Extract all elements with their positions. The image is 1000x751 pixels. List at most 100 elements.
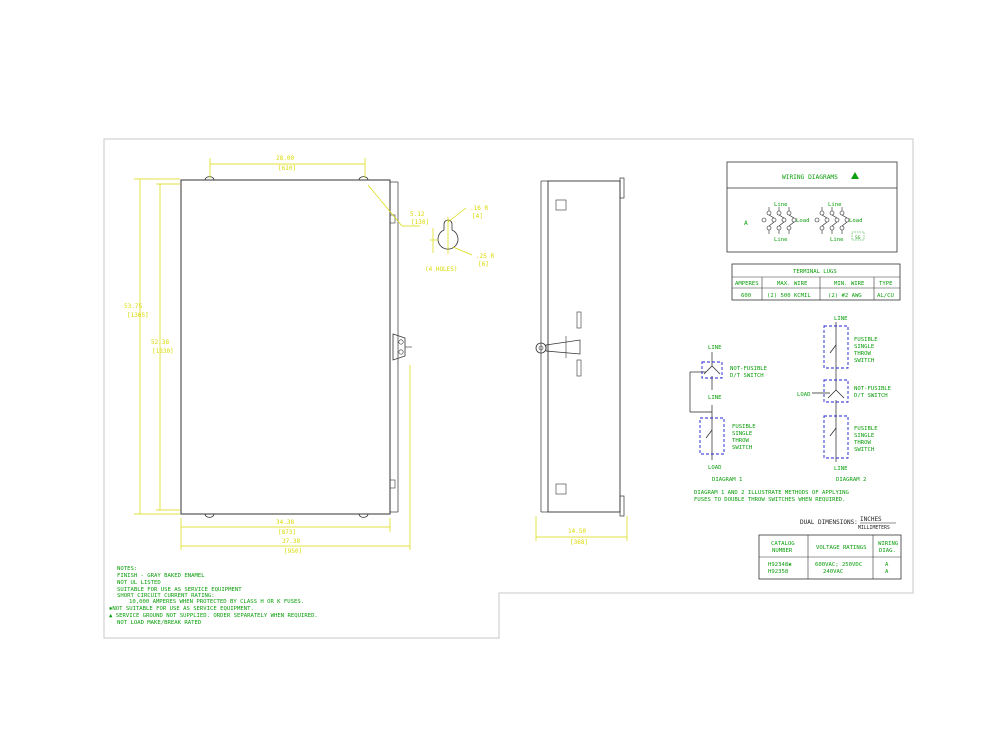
side-handle: [535, 336, 581, 358]
hole-dim-a-label: 5.12: [410, 211, 425, 218]
catalog-number: H92358: [768, 569, 789, 575]
note-line: FINISH - GRAY BAKED ENAMEL: [117, 573, 205, 579]
hole-dim-a-mm-label: [130]: [411, 219, 429, 226]
width-bottom-mm-label: [873]: [278, 529, 296, 536]
width-bottom-label: 34.38: [276, 519, 294, 526]
d2-fusible-bottom-label: SINGLE: [854, 433, 875, 439]
d2-caption: DIAGRAM 2: [836, 477, 866, 483]
wiring-diagrams-title: WIRING DIAGRAMS: [782, 174, 838, 181]
note-line: NOT UL LISTED: [117, 580, 161, 586]
lugs-cell-amperes: 600: [741, 293, 751, 299]
terminal-lugs-title: TERMINAL LUGS: [793, 269, 837, 275]
d2-fusible-bottom-label: THROW: [854, 440, 871, 446]
wiring-header: WIRING: [878, 541, 899, 547]
depth-mm-label: [368]: [570, 539, 588, 546]
catalog-header: CATALOG: [771, 541, 795, 547]
d2-load-label: LOAD: [797, 392, 811, 398]
wiring-diagrams-box: WIRING DIAGRAMS A Line Line Load Line Li…: [726, 161, 898, 253]
catalog-number: H92348✱: [768, 562, 792, 568]
d1-line-label: LINE: [708, 345, 722, 351]
d1-non-fusible-label: NOT-FUSIBLE: [730, 366, 768, 372]
width-top-label: 28.00: [276, 155, 294, 162]
side-view: 14.50 [368]: [535, 177, 628, 546]
note-line: SHORT CIRCUIT CURRENT RATING:: [117, 593, 215, 599]
d1-fusible-label: SWITCH: [732, 445, 752, 451]
hole-dia-top-label: .16 R: [470, 205, 488, 212]
width-overall-label: 37.38: [282, 538, 300, 545]
lugs-header-type: TYPE: [879, 281, 893, 287]
wiring-symbol-1: [761, 207, 797, 234]
line-label-bottom: Line: [774, 237, 788, 243]
fuse-box-top: [823, 325, 849, 369]
ground-label: SG: [855, 235, 861, 241]
millimeters-label: MILLIMETERS: [858, 525, 890, 531]
d2-fusible-top-label: SINGLE: [854, 344, 875, 350]
mounting-hole-detail: 5.12 [130] .16 R [4] .25 R [6] (4 HOLES): [410, 205, 494, 273]
load-label: Load: [796, 218, 809, 224]
inches-label: INCHES: [860, 516, 882, 523]
lugs-header-amperes: AMPERES: [735, 281, 759, 287]
note-line: 10,000 AMPERES WHEN PROTECTED BY CLASS H…: [129, 599, 304, 605]
fuse-box-bottom: [823, 415, 849, 459]
triangle-icon: [851, 172, 859, 179]
d1-caption: DIAGRAM 1: [712, 477, 742, 483]
voltage-rating: 240VAC: [823, 569, 843, 575]
d2-fusible-top-label: THROW: [854, 351, 871, 357]
lugs-cell-type: AL/CU: [877, 293, 894, 299]
catalog-header: NUMBER: [772, 548, 793, 554]
terminal-lugs-table: TERMINAL LUGS AMPERES MAX. WIRE MIN. WIR…: [731, 263, 901, 301]
width-overall-mm-label: [950]: [284, 548, 302, 555]
d2-non-fusible-label: D/T SWITCH: [854, 393, 888, 399]
d2-fusible-bottom-label: SWITCH: [854, 447, 874, 453]
d1-fusible-label: THROW: [732, 438, 749, 444]
diagram-letter: A: [744, 220, 748, 227]
d2-fusible-top-label: FUSIBLE: [854, 337, 878, 343]
d2-fusible-top-label: SWITCH: [854, 358, 874, 364]
notes-block: NOTES: FINISH - GRAY BAKED ENAMEL NOT UL…: [109, 566, 318, 626]
d2-line-bottom-label: LINE: [834, 466, 848, 472]
line-label-top-2: Line: [828, 202, 842, 208]
voltage-rating: 600VAC; 250VDC: [815, 562, 862, 568]
note-line: ✱NOT SUITABLE FOR USE AS SERVICE EQUIPME…: [109, 606, 254, 612]
height-inner-mm-label: [1330]: [152, 348, 174, 355]
d1-fusible-label: SINGLE: [732, 431, 753, 437]
lugs-cell-max-wire: (2) 500 KCMIL: [767, 293, 811, 299]
load-label-2: Load: [849, 218, 862, 224]
d1-non-fusible-label: D/T SWITCH: [730, 373, 764, 379]
operating-handle: [392, 333, 412, 361]
hole-dia-bottom-label: .25 R: [476, 253, 494, 260]
wiring-diag: A: [885, 562, 889, 568]
schematic-diagram-2: LINE FUSIBLE SINGLE THROW SWITCH LOAD NO…: [797, 316, 892, 483]
front-view: 28.00 [610] 53.75 [1365] 52.38 [1330] 34…: [124, 155, 420, 555]
drawing-border: [103, 138, 914, 639]
ground-icon: [851, 231, 865, 241]
voltage-header: VOLTAGE RATINGS: [816, 545, 867, 551]
d1-fusible-label: FUSIBLE: [732, 424, 756, 430]
note-line: SUITABLE FOR USE AS SERVICE EQUIPMENT: [117, 587, 242, 593]
depth-label: 14.50: [568, 528, 586, 535]
wiring-header: DIAG.: [879, 548, 896, 554]
d2-fusible-bottom-label: FUSIBLE: [854, 426, 878, 432]
diagram-note: FUSES TO DOUBLE THROW SWITCHES WHEN REQU…: [694, 497, 846, 503]
catalog-table: CATALOG NUMBER VOLTAGE RATINGS WIRING DI…: [758, 534, 902, 580]
enclosure-front: [180, 179, 391, 515]
hole-dia-bottom-mm-label: [6]: [478, 261, 489, 268]
switch-box: [701, 361, 723, 379]
line-label-top: Line: [774, 202, 788, 208]
schematic-diagram-1: LINE NOT-FUSIBLE D/T SWITCH LINE FUSIBLE…: [689, 345, 768, 483]
height-outer-label: 53.75: [124, 303, 142, 310]
lugs-cell-min-wire: (2) #2 AWG: [828, 293, 862, 299]
lugs-header-min-wire: MIN. WIRE: [834, 281, 865, 287]
dual-dimensions-label: DUAL DIMENSIONS:: [800, 519, 858, 526]
d1-load-label: LOAD: [708, 465, 722, 471]
note-line: NOTES:: [117, 566, 137, 572]
wiring-symbol-2: [814, 207, 850, 234]
height-inner-label: 52.38: [151, 339, 169, 346]
note-line: NOT LOAD MAKE/BREAK RATED: [117, 620, 202, 626]
wiring-diag: A: [885, 569, 889, 575]
note-line: ▲ SERVICE GROUND NOT SUPPLIED. ORDER SEP…: [109, 613, 318, 619]
d2-non-fusible-label: NOT-FUSIBLE: [854, 386, 892, 392]
height-outer-mm-label: [1365]: [127, 312, 149, 319]
diagram-note: DIAGRAM 1 AND 2 ILLUSTRATE METHODS OF AP…: [694, 490, 850, 496]
